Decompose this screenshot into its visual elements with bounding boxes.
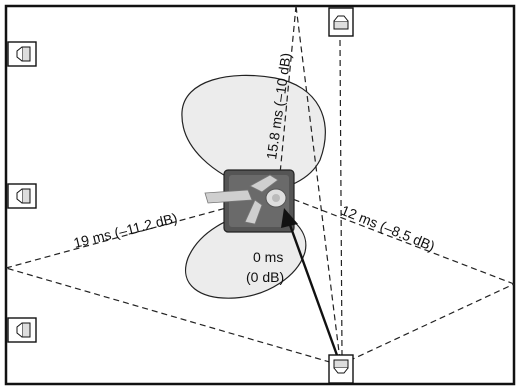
direct-path-arrowhead xyxy=(281,208,298,228)
loudspeaker-icon-top xyxy=(328,7,354,37)
listener-arm-left xyxy=(204,189,253,204)
listener-ear xyxy=(272,194,280,202)
listener-arm-right xyxy=(249,174,279,193)
loudspeaker-icon-left-3 xyxy=(7,317,37,343)
path-left-b xyxy=(5,195,271,269)
path-right-a xyxy=(339,283,515,366)
loudspeaker-icon-left-2 xyxy=(7,183,37,209)
listener-seated-icon xyxy=(204,169,295,233)
label-direct-time: 0 ms xyxy=(253,249,283,265)
path-left-a xyxy=(5,267,341,366)
direct-path-line xyxy=(288,224,340,359)
loudspeaker-icon-bottom xyxy=(328,354,354,384)
reflection-paths xyxy=(5,5,515,366)
listener-leg xyxy=(244,199,263,225)
polar-lobe-upper xyxy=(181,74,326,193)
path-center-vertical xyxy=(339,39,343,356)
direct-path xyxy=(281,208,340,359)
loudspeaker-icon-left-1 xyxy=(7,41,37,67)
label-direct-level: (0 dB) xyxy=(246,269,284,285)
chair-cushion xyxy=(229,175,289,227)
path-ceiling-b xyxy=(277,5,297,196)
